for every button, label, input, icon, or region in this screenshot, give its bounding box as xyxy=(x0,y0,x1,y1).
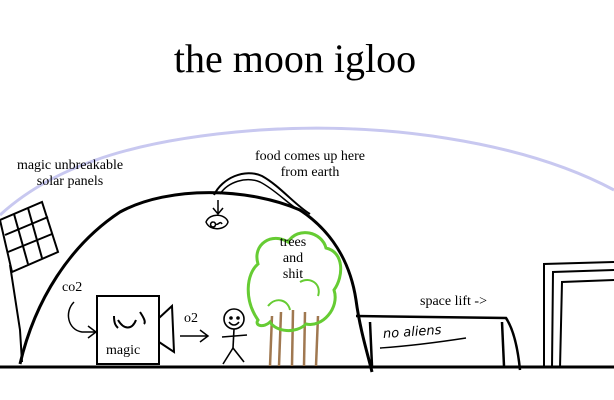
food-label: food comes up here from earth xyxy=(232,149,388,181)
space-lift-label: space lift -> xyxy=(420,294,487,309)
solar-panels-label-line-2: solar panels xyxy=(36,174,104,190)
page-title: the moon igloo xyxy=(173,36,417,81)
trees-label-line-1: trees xyxy=(279,235,307,250)
food-item-icon xyxy=(205,214,229,230)
o2-label: o2 xyxy=(184,311,198,326)
solar-panels-label-line-1: magic unbreakable xyxy=(16,158,124,173)
food-drop-arrow xyxy=(212,200,224,216)
igloo-dome xyxy=(18,191,374,373)
stick-figure-icon xyxy=(221,308,248,365)
co2-arrow xyxy=(67,301,98,339)
space-lift-tower xyxy=(543,261,614,369)
solar-panel-icon xyxy=(0,200,60,363)
food-chute-inner xyxy=(219,178,303,213)
solar-panels-label: magic unbreakable solar panels xyxy=(2,158,138,190)
no-aliens-underline xyxy=(379,337,467,349)
food-label-line-2: from earth xyxy=(280,165,340,181)
food-chute xyxy=(213,172,311,215)
magic-box-label: magic xyxy=(106,343,141,358)
trees-label: trees and shit xyxy=(266,235,320,283)
food-label-line-1: food comes up here xyxy=(254,149,366,164)
magic-box-icon xyxy=(96,295,176,365)
trees-label-line-3: shit xyxy=(282,267,304,283)
o2-arrow xyxy=(180,329,210,343)
trees-label-line-2: and xyxy=(282,251,304,267)
trees-icon xyxy=(246,231,343,367)
co2-label: co2 xyxy=(62,280,83,295)
outer-dome-outline xyxy=(0,126,614,217)
space-lift-building xyxy=(355,314,522,371)
